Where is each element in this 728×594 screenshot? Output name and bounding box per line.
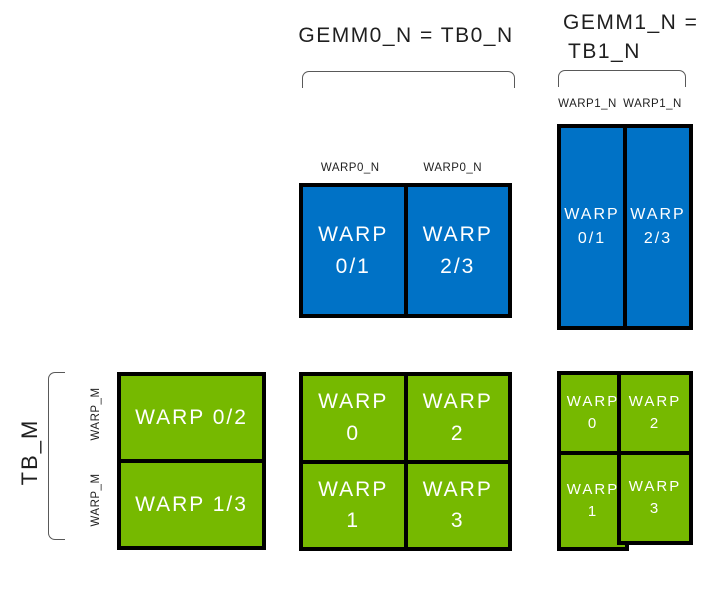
warp0-n-labels: WARP0_N WARP0_N [299, 162, 504, 174]
center-green-box: WARP 0 WARP 2 WARP 1 WARP 3 [299, 372, 512, 551]
right-warp-2-cell: WARP 2 [621, 375, 689, 451]
right-warp-0-cell: WARP 0 [561, 375, 625, 451]
cell-line1: WARP [564, 206, 620, 223]
warp1-n-label: WARP1_N [558, 98, 617, 110]
center-warp-0-cell: WARP 0 [303, 376, 404, 460]
center-warp-1-cell: WARP 1 [303, 463, 404, 547]
tb-m-label: TB_M [17, 418, 42, 486]
left-warp-0-2-row: WARP 0/2 [121, 376, 262, 459]
cell-line2: 0/1 [577, 230, 607, 247]
gemm1-warp-2-3-cell: WARP 2/3 [627, 128, 689, 326]
gemm1-n-title-line2: TB1_N [568, 40, 641, 63]
cell-line1: WARP [422, 390, 493, 414]
gemm0-n-bracket [302, 71, 515, 88]
gemm1-n-title-line1: GEMM1_N = [563, 11, 699, 34]
cell-line2: 3 [450, 509, 465, 533]
cell-line2: 0/1 [335, 254, 371, 278]
tb-m-bracket [48, 372, 65, 540]
cell-line1: WARP [630, 206, 686, 223]
gemm0-warp-2-3-cell: WARP 2/3 [407, 187, 508, 314]
warp-m-label: WARP_M [90, 473, 102, 527]
center-warp-2-cell: WARP 2 [407, 376, 508, 460]
cell-line1: WARP [318, 223, 389, 246]
right-warp-1-cell: WARP 1 [561, 455, 625, 547]
gemm0-n-title: GEMM0_N = TB0_N [298, 24, 514, 47]
cell-line1: WARP [628, 392, 682, 410]
row-label: WARP 1/3 [135, 492, 248, 516]
right-green-box-right-column: WARP 2 WARP 3 [617, 371, 693, 545]
center-warp-3-cell: WARP 3 [407, 463, 508, 547]
cell-line2: 2/3 [440, 254, 476, 278]
warp0-n-label: WARP0_N [320, 162, 380, 174]
left-green-box: WARP 0/2 WARP 1/3 [117, 372, 266, 550]
cell-line1: WARP [566, 392, 620, 410]
cell-line2: 0 [346, 421, 361, 445]
cell-line1: WARP [318, 390, 389, 414]
cell-line2: 1 [587, 503, 599, 520]
gemm0-blue-box: WARP 0/1 WARP 2/3 [299, 183, 512, 318]
right-warp-3-cell: WARP 3 [621, 455, 689, 541]
cell-line1: WARP [566, 480, 620, 498]
cell-line2: 1 [346, 509, 361, 533]
cell-line1: WARP [422, 477, 493, 501]
warp1-n-labels: WARP1_N WARP1_N [555, 98, 685, 110]
cell-line1: WARP [628, 477, 682, 495]
cell-line1: WARP [318, 477, 389, 501]
cell-line1: WARP [422, 223, 493, 246]
cell-line2: 3 [649, 500, 661, 517]
gemm1-blue-box: WARP 0/1 WARP 2/3 [557, 124, 693, 330]
gemm1-n-title: GEMM1_N = TB1_N [563, 8, 713, 66]
gemm1-n-bracket [558, 70, 686, 87]
left-warp-1-3-row: WARP 1/3 [121, 463, 262, 546]
warp0-n-label: WARP0_N [423, 162, 483, 174]
cell-line2: 2 [450, 421, 465, 445]
warp1-n-label: WARP1_N [623, 98, 682, 110]
cell-line2: 0 [587, 415, 599, 432]
cell-line2: 2 [649, 415, 661, 432]
cell-line2: 2/3 [643, 230, 673, 247]
warp-m-label: WARP_M [90, 387, 102, 441]
row-label: WARP 0/2 [135, 405, 248, 429]
gemm1-warp-0-1-cell: WARP 0/1 [561, 128, 623, 326]
gemm0-warp-0-1-cell: WARP 0/1 [303, 187, 404, 314]
